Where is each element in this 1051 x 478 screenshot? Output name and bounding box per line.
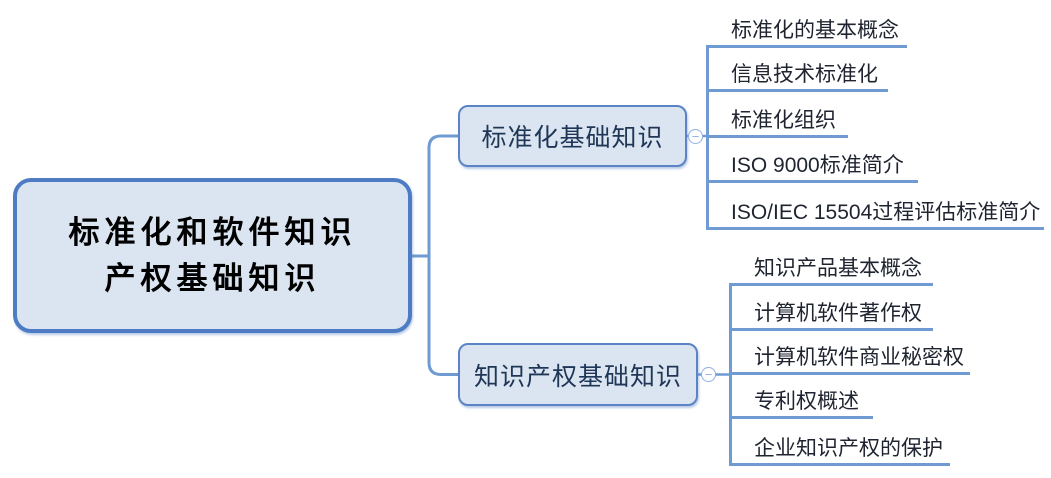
- subtopic-standardization-concepts[interactable]: 标准化的基本概念: [706, 14, 907, 48]
- subtopic-patent-overview[interactable]: 专利权概述: [729, 385, 873, 419]
- root-topic[interactable]: 标准化和软件知识 产权基础知识: [13, 178, 412, 333]
- collapse-toggle-branch1[interactable]: −: [688, 129, 703, 144]
- subtopic-iso-iec-15504[interactable]: ISO/IEC 15504过程评估标准简介: [706, 196, 1044, 230]
- root-topic-title-line2: 产权基础知识: [104, 260, 321, 296]
- collapse-toggle-branch2[interactable]: −: [701, 367, 716, 382]
- root-topic-title-line1: 标准化和软件知识: [68, 214, 357, 250]
- subtopic-enterprise-ip-protection[interactable]: 企业知识产权的保护: [729, 432, 950, 466]
- branch-topic-standardization[interactable]: 标准化基础知识: [458, 105, 687, 167]
- subtopic-knowledge-product-concepts[interactable]: 知识产品基本概念: [729, 252, 933, 286]
- subtopic-iso9000-intro[interactable]: ISO 9000标准简介: [706, 149, 918, 183]
- subtopic-standardization-organizations[interactable]: 标准化组织: [706, 104, 848, 138]
- subtopic-it-standardization[interactable]: 信息技术标准化: [706, 58, 888, 92]
- root-branch-bracket: [427, 134, 458, 376]
- branch-topic-intellectual-property[interactable]: 知识产权基础知识: [458, 343, 698, 406]
- minus-icon: −: [704, 367, 713, 382]
- minus-icon: −: [691, 129, 700, 144]
- subtopic-software-copyright[interactable]: 计算机软件著作权: [729, 297, 933, 331]
- subtopic-software-trade-secret[interactable]: 计算机软件商业秘密权: [729, 341, 970, 375]
